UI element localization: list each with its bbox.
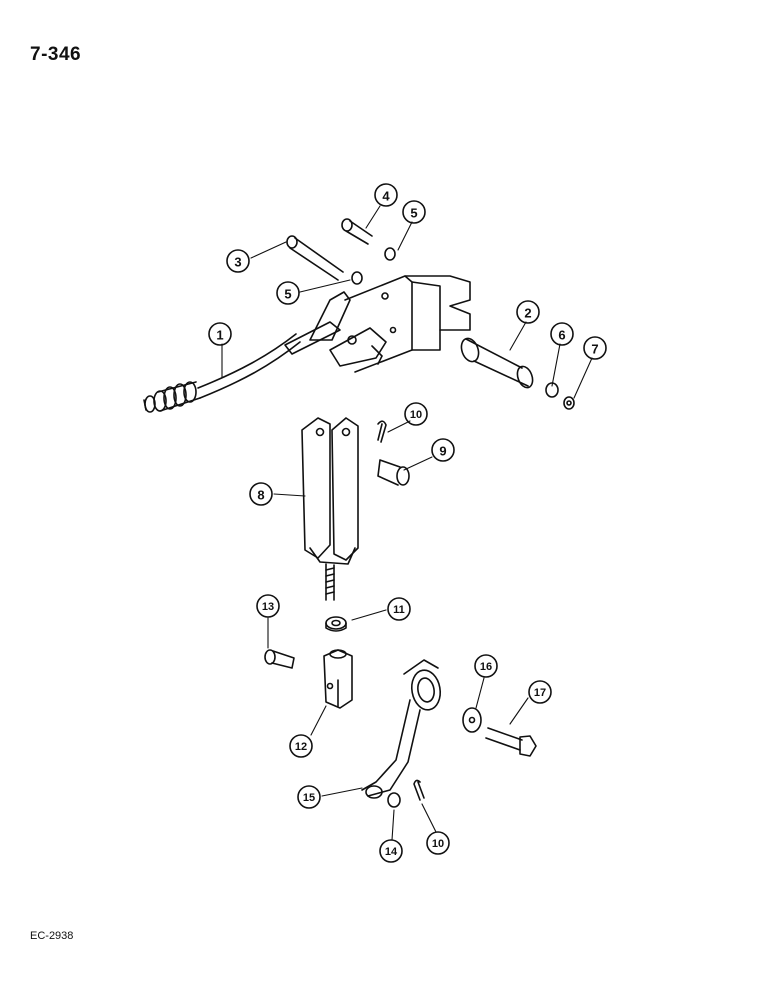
- callout-10: 10: [410, 409, 422, 421]
- sleeve: [460, 337, 534, 389]
- reference-code: EC-2938: [30, 930, 74, 942]
- callout-10: 10: [432, 838, 444, 850]
- callout-3: 3: [234, 255, 241, 270]
- split-pin: [377, 420, 387, 443]
- callout-16: 16: [480, 661, 492, 673]
- callout-4: 4: [382, 189, 390, 204]
- clevis-fork: [301, 417, 359, 601]
- callout-14: 14: [385, 846, 398, 858]
- snap-ring: [545, 382, 559, 398]
- hex-bolt: [485, 727, 537, 757]
- cable-assembly: [143, 321, 341, 413]
- yoke: [323, 649, 353, 709]
- pin: [264, 649, 295, 669]
- callout-8: 8: [257, 488, 264, 503]
- mounting-bracket: [344, 275, 471, 373]
- callout-13: 13: [262, 601, 274, 613]
- hex-nut: [325, 616, 347, 632]
- callout-15: 15: [303, 792, 315, 804]
- nut: [563, 396, 575, 410]
- split-pin-lower: [413, 779, 425, 801]
- lever-arm: [361, 659, 442, 799]
- callout-7: 7: [591, 342, 598, 357]
- washer-large: [462, 707, 482, 733]
- callout-11: 11: [393, 604, 405, 616]
- washer: [351, 271, 363, 285]
- callout-1: 1: [216, 328, 223, 343]
- callout-6: 6: [558, 328, 565, 343]
- callout-circles: [208, 183, 607, 863]
- callout-2: 2: [524, 306, 531, 321]
- clevis-pin: [377, 459, 410, 486]
- washer: [384, 247, 396, 261]
- callout-5: 5: [410, 206, 417, 221]
- callout-17: 17: [534, 687, 546, 699]
- page-number: 7-346: [30, 44, 82, 65]
- callout-5: 5: [284, 287, 291, 302]
- leader-lines: [221, 205, 593, 841]
- short-bolt: [341, 218, 373, 245]
- long-bolt: [286, 235, 344, 281]
- callout-12: 12: [295, 741, 307, 753]
- washer-small: [387, 792, 401, 808]
- callout-9: 9: [439, 444, 446, 459]
- lever-bracket: [309, 291, 387, 367]
